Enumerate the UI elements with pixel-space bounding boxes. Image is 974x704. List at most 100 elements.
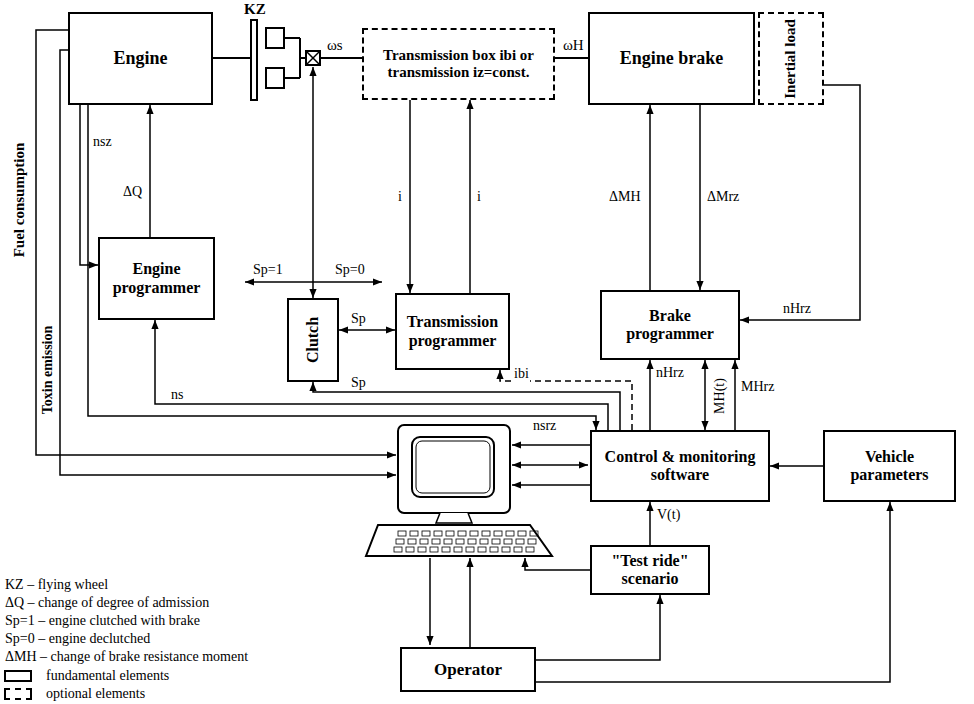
keyboard-key bbox=[432, 539, 440, 544]
data-arrow bbox=[512, 484, 590, 486]
keyboard-key bbox=[410, 531, 418, 536]
signal-connector bbox=[649, 105, 651, 290]
signal-label: ΔMrz bbox=[706, 190, 740, 205]
signal-connector bbox=[339, 329, 395, 331]
data-arrow bbox=[512, 464, 588, 466]
element-box: Clutch bbox=[287, 298, 339, 382]
clutch-arm bbox=[284, 37, 300, 39]
optional-element-box: Transmission box ibi or transmission iz=… bbox=[362, 28, 555, 100]
signal-label: nsz bbox=[92, 135, 113, 150]
keyboard-key bbox=[422, 531, 430, 536]
computer-screen bbox=[416, 441, 490, 493]
keyboard-key bbox=[516, 539, 524, 544]
keyboard-key bbox=[482, 531, 490, 536]
signal-label: i bbox=[397, 190, 403, 205]
shaft bbox=[320, 57, 362, 59]
legend-text: fundamental elements bbox=[46, 669, 169, 683]
signal-connector bbox=[149, 105, 151, 237]
clutch-disc bbox=[266, 68, 284, 88]
keyboard-key bbox=[398, 531, 406, 536]
shaft bbox=[213, 57, 252, 59]
keyboard-key bbox=[454, 547, 462, 552]
data-arrow bbox=[429, 558, 431, 645]
legend-item: fundamental elements bbox=[4, 669, 169, 683]
clutch-disc bbox=[266, 28, 284, 48]
box-label: Clutch bbox=[304, 317, 322, 363]
element-box: Engine brake bbox=[588, 12, 755, 105]
keyboard-key bbox=[518, 531, 526, 536]
keyboard-key bbox=[492, 539, 500, 544]
legend-text: optional elements bbox=[46, 687, 145, 701]
shaft bbox=[555, 57, 588, 59]
keyboard-key bbox=[406, 547, 414, 552]
signal-label: ΔQ bbox=[122, 185, 143, 200]
keyboard-key bbox=[514, 547, 522, 552]
box-label: Transmission programmer bbox=[403, 313, 502, 350]
data-arrow bbox=[525, 558, 590, 570]
keyboard-key bbox=[530, 531, 538, 536]
keyboard-key bbox=[506, 531, 514, 536]
data-arrow bbox=[512, 444, 590, 446]
flywheel bbox=[251, 20, 257, 100]
legend-note: ΔQ – change of degree of admission bbox=[4, 596, 210, 611]
keyboard-key bbox=[504, 539, 512, 544]
box-label: "Test ride" scenario bbox=[598, 552, 702, 589]
shaft bbox=[300, 57, 306, 59]
keyboard-key bbox=[490, 547, 498, 552]
keyboard-key bbox=[470, 531, 478, 536]
element-box: Brake programmer bbox=[600, 290, 740, 360]
element-box: Engine programmer bbox=[98, 237, 215, 320]
signal-connector bbox=[469, 100, 471, 293]
computer-screen bbox=[412, 437, 494, 497]
coupling-symbol bbox=[306, 51, 320, 65]
keyboard-key bbox=[502, 547, 510, 552]
keyboard-key bbox=[396, 539, 404, 544]
signal-connector bbox=[409, 100, 411, 293]
keyboard-key bbox=[420, 539, 428, 544]
signal-connector bbox=[88, 105, 596, 430]
signal-connector bbox=[536, 595, 660, 660]
signal-connector bbox=[704, 360, 706, 430]
element-box: Transmission programmer bbox=[395, 293, 510, 370]
diagram-label: Sp=0 bbox=[334, 263, 366, 278]
signal-line bbox=[60, 50, 396, 475]
signal-connector bbox=[649, 360, 651, 430]
element-box: Engine bbox=[68, 12, 213, 105]
keyboard-key bbox=[466, 547, 474, 552]
keyboard-key bbox=[456, 539, 464, 544]
box-label: Inertial load bbox=[782, 19, 799, 99]
signal-label: MH(t) bbox=[713, 377, 728, 415]
signal-label: ns bbox=[170, 388, 184, 403]
keyboard-key bbox=[430, 547, 438, 552]
signal-label: Sp bbox=[350, 376, 367, 391]
switch-arrow bbox=[245, 281, 382, 283]
diagram-label: Fuel consumption bbox=[12, 142, 28, 259]
signal-label: nHrz bbox=[655, 366, 685, 381]
keyboard-key bbox=[468, 539, 476, 544]
element-box: Vehicle parameters bbox=[823, 430, 956, 502]
keyboard-key bbox=[528, 539, 536, 544]
keyboard-key bbox=[434, 531, 442, 536]
keyboard-key bbox=[526, 547, 534, 552]
signal-label: i bbox=[476, 190, 482, 205]
signal-label: Sp bbox=[350, 312, 367, 327]
legend-note: ΔMH – change of brake resistance moment bbox=[4, 650, 249, 665]
legend-swatch bbox=[4, 670, 32, 682]
legend-item: optional elements bbox=[4, 687, 145, 701]
signal-label: ΔMH bbox=[608, 190, 642, 205]
keyboard-key bbox=[480, 539, 488, 544]
element-box: "Test ride" scenario bbox=[590, 545, 710, 595]
box-label: Engine bbox=[113, 48, 167, 69]
diagram-label: Toxin emission bbox=[41, 325, 56, 416]
diagram-label: ωs bbox=[326, 38, 344, 54]
diagram-label: Sp=1 bbox=[252, 263, 284, 278]
signal-label: ibi bbox=[513, 367, 530, 382]
signal-label: MHrz bbox=[740, 380, 775, 395]
signal-connector bbox=[155, 320, 608, 430]
data-arrow bbox=[469, 558, 471, 647]
computer-stand bbox=[436, 513, 472, 523]
signal-connector bbox=[740, 85, 860, 320]
actuator-line bbox=[312, 67, 314, 298]
keyboard-key bbox=[408, 539, 416, 544]
keyboard-key bbox=[458, 531, 466, 536]
